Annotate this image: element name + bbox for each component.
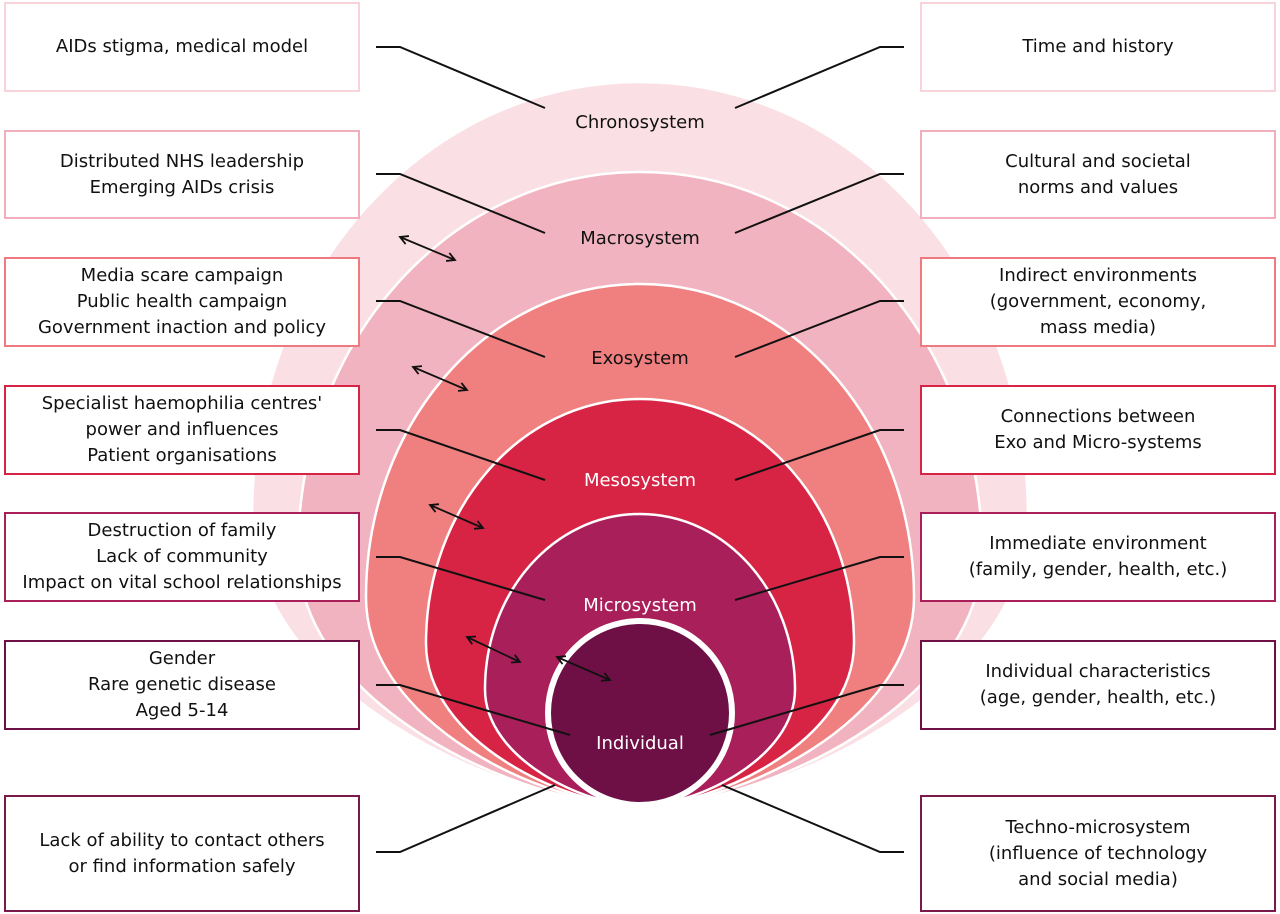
description-text: and social media) <box>1018 868 1178 890</box>
description-text: Exo and Micro-systems <box>994 432 1202 453</box>
description-text: Distributed NHS leadership <box>59 150 305 172</box>
description-text: Cultural and societal <box>1005 150 1191 172</box>
bidirectional-arrow-icon <box>465 635 522 664</box>
leader-line-right <box>734 300 904 358</box>
description-text: (family, gender, health, etc.) <box>968 559 1228 580</box>
system-label-chronosystem: Chronosystem <box>575 112 705 133</box>
description-text: Individual characteristics <box>985 661 1211 682</box>
description-text: Gender <box>148 648 216 669</box>
description-text: Lack of community <box>96 546 268 567</box>
description-text: Time and history <box>1022 36 1174 57</box>
description-text: Aged 5-14 <box>135 700 229 721</box>
description-text: Government inaction and policy <box>37 317 327 338</box>
leader-line-right <box>734 556 904 601</box>
description-text: Media scare campaign <box>80 265 284 286</box>
description-box-right: Techno-microsystem (influence of technolo… <box>920 795 1276 912</box>
system-label-microsystem: Microsystem <box>583 595 697 616</box>
description-text: Specialist haemophilia centres' <box>41 393 323 414</box>
bidirectional-arrow-icon <box>555 655 612 682</box>
leader-line-left <box>376 46 546 109</box>
description-text: Emerging AIDs crisis <box>89 176 275 198</box>
leader-line-right <box>709 684 904 736</box>
description-text: Patient organisations <box>87 445 277 466</box>
leader-line-right <box>734 46 904 109</box>
description-text: (influence of technology <box>988 842 1208 864</box>
description-text: Destruction of family <box>87 520 277 541</box>
bidirectional-arrow-icon <box>428 503 485 530</box>
description-text: power and influences <box>85 419 279 440</box>
description-text: (government, economy, <box>989 291 1207 312</box>
description-text: Public health campaign <box>76 291 288 312</box>
system-label-exosystem: Exosystem <box>591 348 689 369</box>
description-box-right: Time and history <box>920 2 1276 92</box>
description-text: Rare genetic disease <box>88 674 276 695</box>
description-text: norms and values <box>1017 176 1179 198</box>
description-box-right: Individual characteristics (age, gender, … <box>920 640 1276 730</box>
description-text: Connections between <box>1000 406 1196 427</box>
description-text: Techno-microsystem <box>1005 816 1191 838</box>
description-box-left: Specialist haemophilia centres' power and… <box>4 385 360 475</box>
bidirectional-arrow-icon <box>411 365 469 392</box>
leader-line-left <box>376 784 556 853</box>
leader-line-left <box>376 300 546 358</box>
description-box-right: Immediate environment (family, gender, he… <box>920 512 1276 602</box>
leader-line-right <box>721 784 904 853</box>
description-text: Immediate environment <box>989 533 1207 554</box>
leader-line-left <box>376 684 571 736</box>
leader-line-left <box>376 173 546 234</box>
leader-line-right <box>734 429 904 481</box>
description-text: or find information safely <box>68 855 296 877</box>
description-text: AIDs stigma, medical model <box>55 36 309 57</box>
system-label-individual: Individual <box>596 733 684 754</box>
leader-line-left <box>376 556 546 601</box>
description-text: Impact on vital school relationships <box>22 572 342 593</box>
description-box-right: Cultural and societal norms and values <box>920 130 1276 219</box>
individual-circle <box>545 618 735 808</box>
description-box-right: Indirect environments (government, econom… <box>920 257 1276 347</box>
description-text: Lack of ability to contact others <box>39 829 325 851</box>
description-text: mass media) <box>1039 317 1157 338</box>
description-box-left: Lack of ability to contact others or find… <box>4 795 360 912</box>
description-text: Indirect environments <box>999 265 1197 286</box>
system-label-macrosystem: Macrosystem <box>580 228 700 249</box>
description-text: (age, gender, health, etc.) <box>979 687 1217 708</box>
leader-line-left <box>376 429 546 481</box>
bidirectional-arrow-icon <box>398 235 457 262</box>
system-label-mesosystem: Mesosystem <box>584 470 696 491</box>
description-box-left: AIDs stigma, medical model <box>4 2 360 92</box>
leader-line-right <box>734 173 904 234</box>
